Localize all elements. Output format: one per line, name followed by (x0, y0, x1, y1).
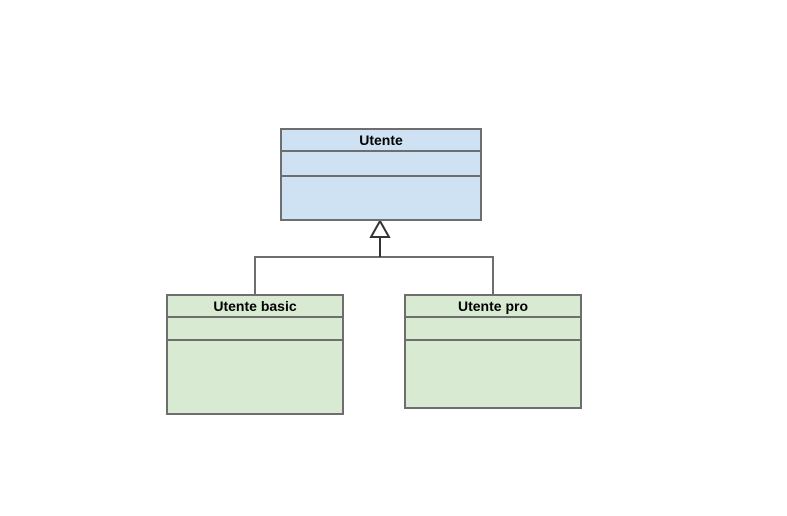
class-utente-attributes (282, 152, 480, 177)
class-utente-pro[interactable]: Utente pro (404, 294, 582, 409)
class-utente-pro-name: Utente pro (406, 296, 580, 318)
class-utente-basic-attributes (168, 318, 342, 341)
inheritance-arrowhead-icon (369, 218, 391, 238)
class-utente-name: Utente (282, 130, 480, 152)
class-utente[interactable]: Utente (280, 128, 482, 221)
class-utente-basic-name: Utente basic (168, 296, 342, 318)
connector-pro-line (380, 256, 494, 294)
class-utente-pro-attributes (406, 318, 580, 341)
class-utente-basic[interactable]: Utente basic (166, 294, 344, 415)
connector-basic-line (254, 256, 380, 294)
